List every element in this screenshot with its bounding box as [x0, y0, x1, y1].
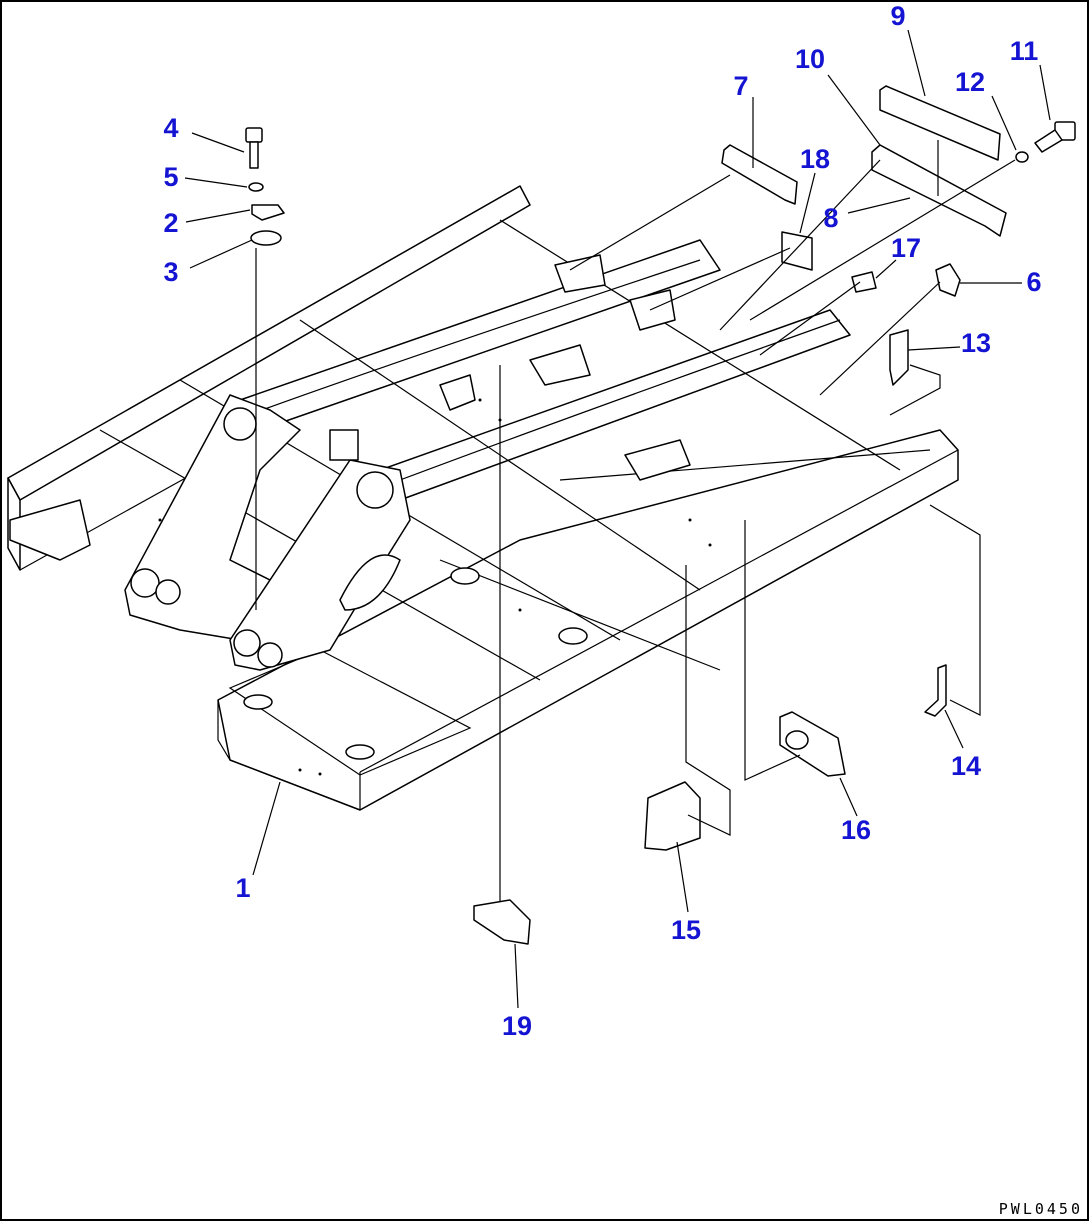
bar-9: [879, 85, 1001, 161]
callout-13: 13: [961, 328, 991, 358]
plate-6: [935, 263, 961, 297]
bolt-4: [245, 127, 263, 169]
callout-8: 8: [823, 203, 838, 233]
callout-4: 4: [163, 113, 178, 143]
callout-1: 1: [235, 873, 250, 903]
drawing-reference: PWL0450: [999, 1200, 1083, 1218]
callout-18: 18: [800, 144, 830, 174]
callout-16: 16: [841, 815, 871, 845]
bracket-14: [924, 664, 947, 717]
callout-2: 2: [163, 208, 178, 238]
callout-7: 7: [733, 71, 748, 101]
callout-11: 11: [1010, 36, 1039, 66]
callout-17: 17: [891, 233, 921, 263]
bar-10: [871, 144, 1007, 237]
shim-3: [250, 230, 282, 246]
washer-12: [1015, 151, 1029, 163]
callout-12: 12: [955, 67, 985, 97]
bracket-15: [644, 781, 701, 851]
callout-9: 9: [890, 1, 905, 31]
washer-5: [248, 182, 264, 192]
callout-19: 19: [502, 1011, 532, 1041]
callout-5: 5: [163, 162, 178, 192]
assembly-lines: [499, 159, 1016, 902]
callout-14: 14: [951, 751, 981, 781]
callout-15: 15: [671, 915, 701, 945]
callout-6: 6: [1026, 267, 1041, 297]
bolt-11: [1034, 121, 1076, 153]
callout-3: 3: [163, 257, 178, 287]
plate-16: [779, 711, 846, 777]
bracket-19: [473, 899, 531, 945]
callout-10: 10: [795, 44, 825, 74]
plate-13: [889, 329, 909, 386]
main-frame-drawing: [7, 185, 959, 811]
plate-2: [251, 204, 285, 221]
callouts: 1 2 3 4 5 6 7 8 9 10 11 12 13 14 15 16 1…: [163, 1, 1041, 1041]
block-17: [851, 271, 877, 293]
callout-leaders: [184, 29, 1051, 1009]
bar-7: [721, 144, 798, 205]
